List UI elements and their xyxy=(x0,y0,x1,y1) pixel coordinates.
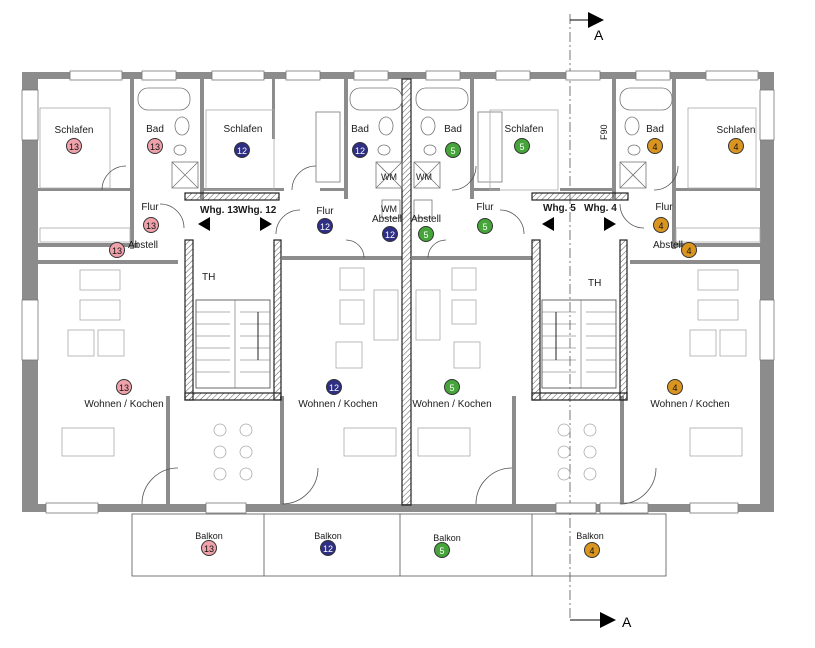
room-wohnen-4: Wohnen / Kochen xyxy=(650,399,730,410)
fire-rating-label: F90 xyxy=(599,124,609,140)
unit-badge-4: 4 xyxy=(667,379,683,395)
unit-badge-12: 12 xyxy=(352,142,368,158)
interior-walls xyxy=(38,79,760,504)
room-bad-13: Bad xyxy=(146,124,164,135)
room-flur-13: Flur xyxy=(141,202,159,213)
unit-badge-13: 13 xyxy=(109,242,125,258)
entrance-arrows xyxy=(198,217,616,231)
room-schlafen-4: Schlafen xyxy=(716,125,756,136)
room-balkon-4: Balkon xyxy=(576,531,604,541)
unit-badge-12: 12 xyxy=(326,379,342,395)
stairwell-label-right: TH xyxy=(588,278,602,289)
room-wohnen-12: Wohnen / Kochen xyxy=(298,399,378,410)
bedroom-furniture xyxy=(39,107,761,243)
unit-badge-5: 5 xyxy=(434,542,450,558)
door-swings xyxy=(101,165,679,505)
living-furniture xyxy=(61,267,747,481)
room-flur-5: Flur xyxy=(476,202,494,213)
unit-badge-12: 12 xyxy=(234,142,250,158)
entrance-label-whg4: Whg. 4 xyxy=(584,203,617,214)
room-balkon-13: Balkon xyxy=(195,531,223,541)
stair-core-left xyxy=(184,192,282,401)
room-bad-5: Bad xyxy=(444,124,462,135)
entrance-label-whg5: Whg. 5 xyxy=(543,203,576,214)
room-schlafen-5: Schlafen xyxy=(504,124,544,135)
room-abstell-4: Abstell xyxy=(652,240,684,251)
room-flur-12: Flur xyxy=(316,206,334,217)
room-abstell-13: Abstell xyxy=(127,240,159,251)
wm-label-5: WM xyxy=(416,172,432,182)
unit-badge-5: 5 xyxy=(445,142,461,158)
unit-badge-4: 4 xyxy=(653,217,669,233)
room-balkon-12: Balkon xyxy=(314,531,342,541)
unit-badge-13: 13 xyxy=(201,540,217,556)
unit-badge-12: 12 xyxy=(317,218,333,234)
unit-badge-13: 13 xyxy=(147,138,163,154)
room-flur-4: Flur xyxy=(655,202,673,213)
room-balkon-5: Balkon xyxy=(433,533,461,543)
unit-badge-4: 4 xyxy=(681,242,697,258)
room-wohnen-13: Wohnen / Kochen xyxy=(84,399,164,410)
entrance-label-whg12: Whg. 12 xyxy=(238,205,277,216)
unit-badge-5: 5 xyxy=(477,218,493,234)
unit-badge-4: 4 xyxy=(647,138,663,154)
unit-badge-12: 12 xyxy=(320,540,336,556)
stair-core-right xyxy=(531,192,629,401)
room-abstell-5: Abstell xyxy=(410,214,442,225)
room-schlafen-12: Schlafen xyxy=(223,124,263,135)
section-label-bottom: A xyxy=(622,614,632,630)
section-line xyxy=(569,12,616,628)
room-bad-12: Bad xyxy=(351,124,369,135)
room-wohnen-5: Wohnen / Kochen xyxy=(412,399,492,410)
room-schlafen-13: Schlafen xyxy=(54,125,94,136)
exterior-walls xyxy=(21,70,775,514)
balconies xyxy=(131,513,667,577)
unit-badge-4: 4 xyxy=(584,542,600,558)
stairwell-label-left: TH xyxy=(202,272,216,283)
unit-badge-5: 5 xyxy=(514,138,530,154)
unit-badge-13: 13 xyxy=(66,138,82,154)
unit-badge-4: 4 xyxy=(728,138,744,154)
party-wall xyxy=(401,78,412,506)
section-label-top: A xyxy=(594,27,604,43)
unit-badge-5: 5 xyxy=(444,379,460,395)
unit-badge-13: 13 xyxy=(116,379,132,395)
room-bad-4: Bad xyxy=(646,124,664,135)
unit-badge-5: 5 xyxy=(418,226,434,242)
wm-label-12b: WM xyxy=(381,172,397,182)
unit-badge-13: 13 xyxy=(143,217,159,233)
entrance-label-whg13: Whg. 13 xyxy=(200,205,239,216)
bathroom-fixtures xyxy=(137,87,673,219)
wm-label-12: WM xyxy=(381,204,397,214)
unit-badge-12: 12 xyxy=(382,226,398,242)
room-abstell-12: Abstell xyxy=(371,214,403,225)
